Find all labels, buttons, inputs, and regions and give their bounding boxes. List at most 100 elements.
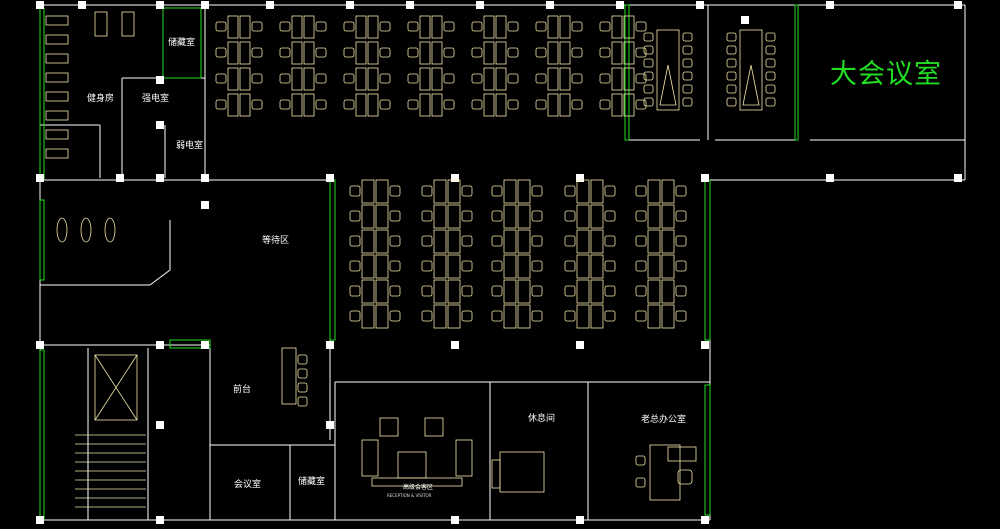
label-meeting: 会议室 [234,480,262,490]
visitor-chair-1 [635,455,646,466]
conf-chair-l-0-5 [643,97,654,107]
label-storage-top: 储藏室 [168,38,196,48]
chair-mid-2-5b [531,310,543,322]
chair-top-3-0b [443,21,455,32]
chair-top-6-2 [599,73,611,84]
lounge-headboard [491,459,501,489]
gym-machine-3 [45,72,69,83]
guest-armchair-2 [424,417,444,437]
column-40 [156,76,164,84]
conf-chair-l-1-0 [726,32,737,42]
desk-mid-3-5 [576,304,590,329]
desk-mid-3-2 [576,229,590,254]
desk-top-5-0 [547,15,559,39]
desk-top-0-1b [239,41,251,65]
column-24 [201,201,209,209]
desk-top-6-0b [623,15,635,39]
chair-mid-4-1b [675,210,687,222]
column-35 [576,516,584,524]
chair-mid-0-1 [349,210,361,222]
chair-top-6-1b [635,47,647,58]
desk-mid-0-3b [375,254,389,279]
desk-mid-1-4 [433,279,447,304]
chair-mid-0-0b [389,185,401,197]
desk-top-4-3b [495,93,507,117]
conf-chair-r-1-0 [765,32,776,42]
desk-top-6-2b [623,67,635,91]
gym-machine-2 [45,53,69,64]
desk-mid-2-2b [517,229,531,254]
chair-top-5-1 [535,47,547,58]
chair-top-6-0 [599,21,611,32]
label-waiting: 等待区 [262,236,290,246]
conf-chair-r-0-2 [682,58,693,68]
chair-top-1-2b [315,73,327,84]
chair-top-6-1 [599,47,611,58]
column-10 [696,1,704,9]
label-lounge: 休息间 [528,414,556,424]
gym-machine-5 [45,110,69,121]
chair-top-1-0 [279,21,291,32]
label-reception: 前台 [233,385,252,395]
desk-mid-2-1 [503,204,517,229]
chair-top-0-0b [251,21,263,32]
desk-mid-3-2b [590,229,604,254]
desk-mid-4-0 [647,179,661,204]
conf-table-1 [739,29,763,111]
desk-mid-4-0b [661,179,675,204]
desk-mid-2-0 [503,179,517,204]
chair-top-5-2 [535,73,547,84]
boss-desk-return [667,446,697,462]
desk-top-1-3b [303,93,315,117]
desk-top-6-1b [623,41,635,65]
column-11 [741,16,749,24]
chair-mid-0-4b [389,285,401,297]
desk-mid-3-1 [576,204,590,229]
desk-mid-0-2b [375,229,389,254]
desk-top-1-1b [303,41,315,65]
conf-chair-l-0-1 [643,45,654,55]
desk-mid-3-0 [576,179,590,204]
desk-mid-2-5b [517,304,531,329]
desk-mid-4-2b [661,229,675,254]
chair-top-5-1b [571,47,583,58]
chair-top-5-3 [535,99,547,110]
column-16 [156,174,164,182]
chair-mid-1-4b [461,285,473,297]
column-39 [156,121,164,129]
glass-partition-4 [169,339,211,349]
chair-top-1-1b [315,47,327,58]
desk-top-2-2 [355,67,367,91]
conf-chair-l-1-4 [726,84,737,94]
chair-top-3-3 [407,99,419,110]
chair-mid-1-0b [461,185,473,197]
glass-partition-8 [624,4,630,141]
desk-top-4-3 [483,93,495,117]
glass-partition-9 [794,4,799,141]
desk-top-0-2b [239,67,251,91]
chair-mid-0-2b [389,235,401,247]
desk-mid-1-2 [433,229,447,254]
gym-machine-1 [45,34,69,45]
desk-mid-4-5 [647,304,661,329]
reception-chair-3 [297,396,308,407]
chair-top-1-0b [315,21,327,32]
desk-mid-2-0b [517,179,531,204]
conf-chair-r-0-0 [682,32,693,42]
desk-top-5-3 [547,93,559,117]
desk-top-1-3 [291,93,303,117]
desk-mid-0-4b [375,279,389,304]
column-29 [451,341,459,349]
desk-top-5-2b [559,67,571,91]
chair-top-3-2b [443,73,455,84]
label-boss-office: 老总办公室 [641,415,687,425]
column-13 [954,1,962,9]
column-14 [36,174,44,182]
desk-top-3-3b [431,93,443,117]
chair-top-2-3 [343,99,355,110]
desk-top-2-1 [355,41,367,65]
treadmill-1 [94,11,108,37]
desk-top-5-0b [559,15,571,39]
desk-top-1-0 [291,15,303,39]
